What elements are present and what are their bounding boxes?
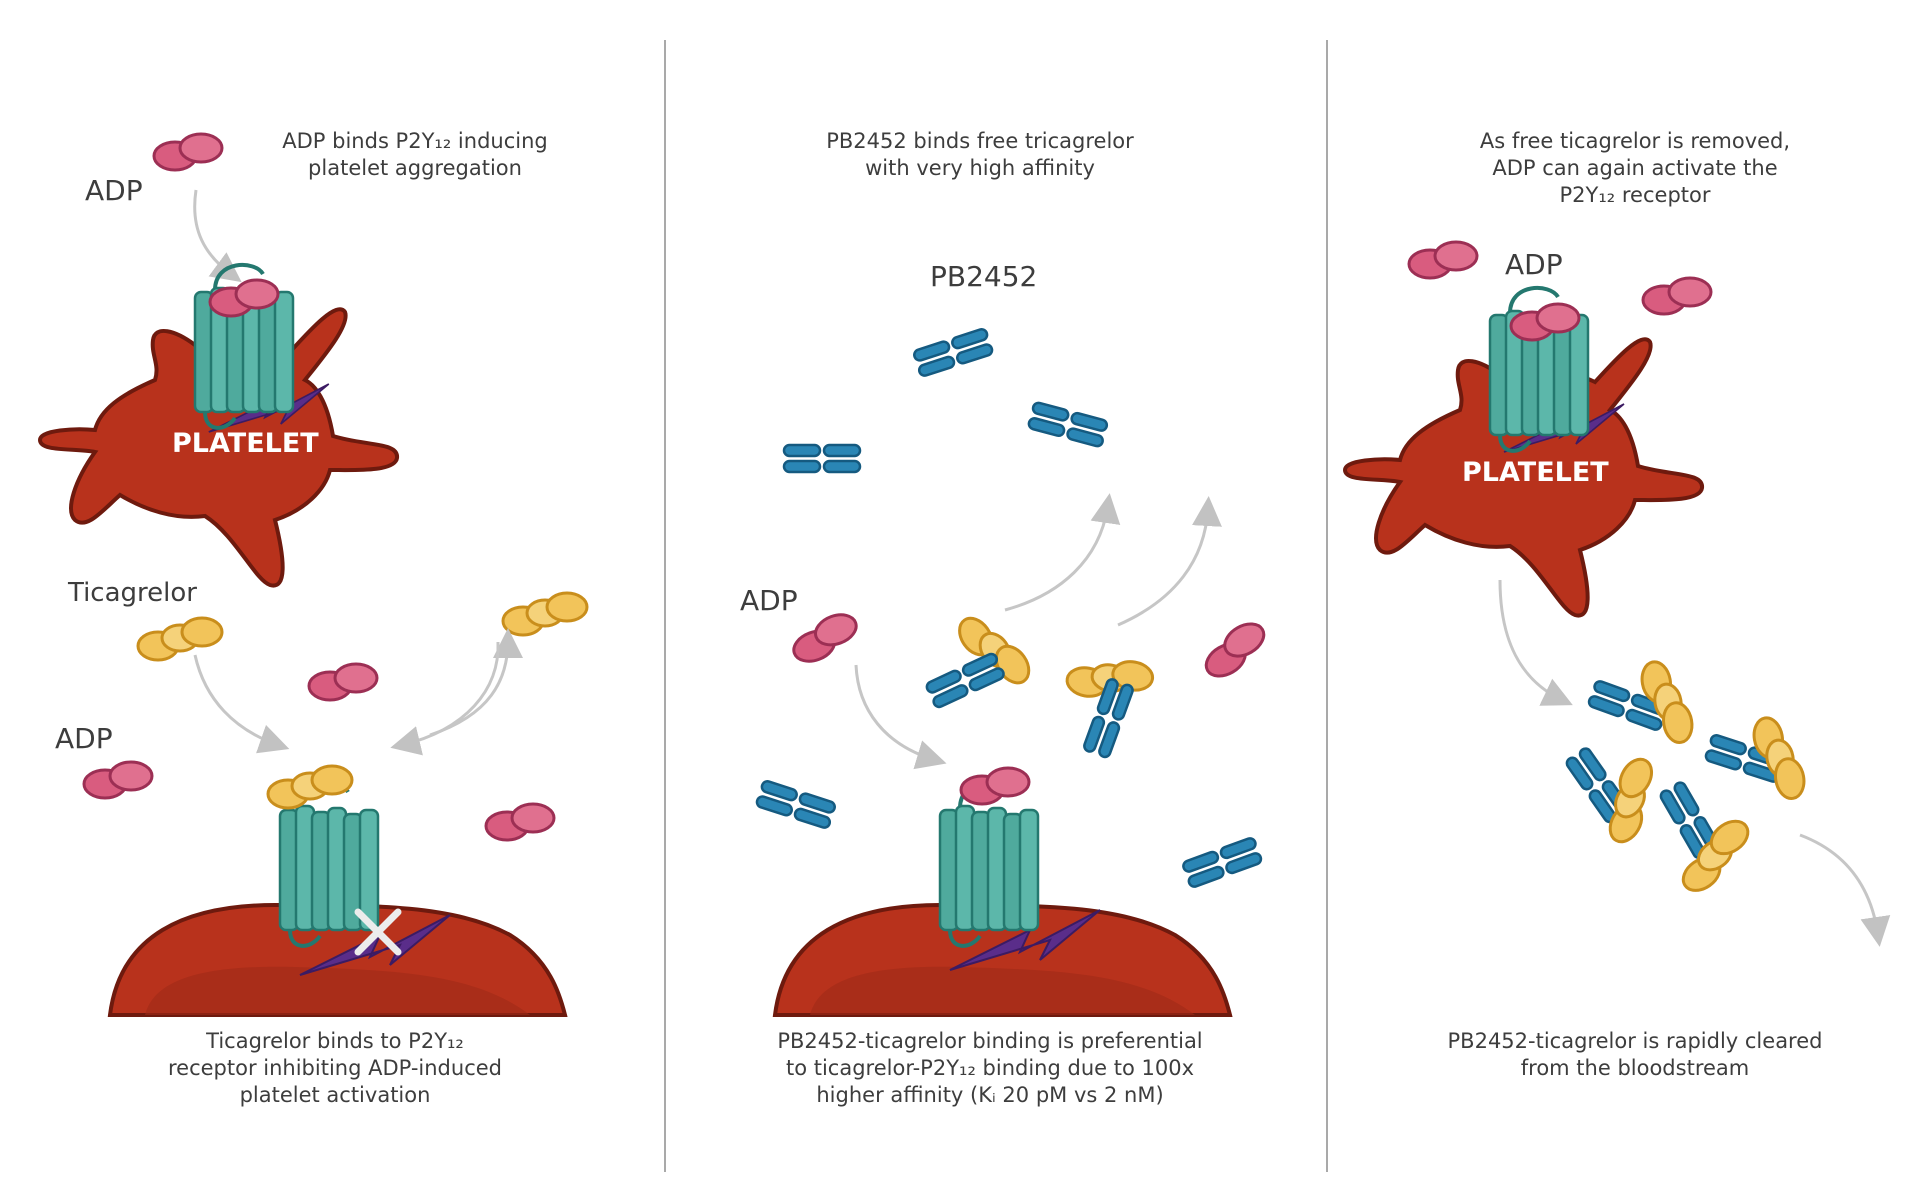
blocked-x-icon — [354, 908, 402, 956]
panel-3-top-caption: As free ticagrelor is removed, ADP can a… — [1479, 129, 1791, 207]
panel-2-top-caption: PB2452 binds free tricagrelor with very … — [826, 129, 1134, 180]
release-arrow — [390, 641, 500, 756]
pb2452-molecule — [754, 778, 838, 831]
adp-molecule — [785, 607, 865, 669]
pb2452-ticagrelor-complex — [1657, 779, 1764, 899]
adp-molecule — [484, 802, 556, 842]
pb2452-molecule — [782, 443, 862, 474]
ticagrelor-molecule — [136, 616, 224, 662]
clearance-arrow — [1799, 833, 1891, 947]
clearance-arrow — [1117, 496, 1222, 627]
adp-molecule — [307, 662, 379, 702]
adp-label: ADP — [55, 722, 113, 755]
adp-label: ADP — [1505, 248, 1563, 281]
clearance-arrow — [1498, 579, 1573, 706]
binding-arrow — [193, 654, 290, 754]
adp-label: ADP — [85, 174, 143, 207]
platelet-label: PLATELET — [1462, 457, 1609, 488]
pb2452-molecule — [1180, 835, 1264, 890]
adp-bound — [959, 766, 1031, 806]
ticagrelor-label: Ticagrelor — [68, 578, 197, 608]
binding-arrow — [854, 664, 947, 770]
pb2452-ticagrelor-complex — [1063, 649, 1157, 760]
ticagrelor-bound — [266, 764, 354, 810]
panel-2-bottom-caption: PB2452-ticagrelor binding is preferentia… — [777, 1029, 1203, 1107]
panel-divider — [664, 40, 666, 1172]
panel-1-top-caption: ADP binds P2Y₁₂ inducing platelet aggreg… — [282, 129, 548, 180]
adp-molecule — [82, 760, 154, 800]
pb2452-ticagrelor-complex — [923, 602, 1037, 710]
adp-molecule — [152, 132, 224, 172]
panel-1-bottom-caption: Ticagrelor binds to P2Y₁₂ receptor inhib… — [167, 1029, 502, 1107]
pb2452-molecule — [1026, 400, 1110, 449]
panel-1 — [38, 132, 589, 1017]
adp-molecule — [1195, 615, 1275, 685]
platelet-label: PLATELET — [172, 428, 319, 459]
ticagrelor-molecule — [501, 591, 589, 637]
adp-molecule — [1641, 276, 1713, 316]
pb2452-ticagrelor-complex — [1703, 711, 1809, 805]
panel-3-bottom-caption: PB2452-ticagrelor is rapidly cleared fro… — [1447, 1029, 1823, 1080]
pb2452-ticagrelor-complex — [1563, 745, 1672, 849]
panel-divider — [1326, 40, 1328, 1172]
panel-2 — [754, 326, 1275, 1017]
p2y12-receptor — [938, 780, 1040, 948]
pb2452-ticagrelor-complex — [1586, 655, 1697, 749]
panel-3 — [1343, 240, 1891, 947]
adp-label: ADP — [740, 584, 798, 617]
binding-arrow — [193, 189, 242, 283]
clearance-arrow — [1004, 493, 1121, 612]
adp-molecule — [1407, 240, 1479, 280]
pb2452-label: PB2452 — [930, 260, 1038, 293]
pb2452-molecule — [911, 326, 995, 379]
